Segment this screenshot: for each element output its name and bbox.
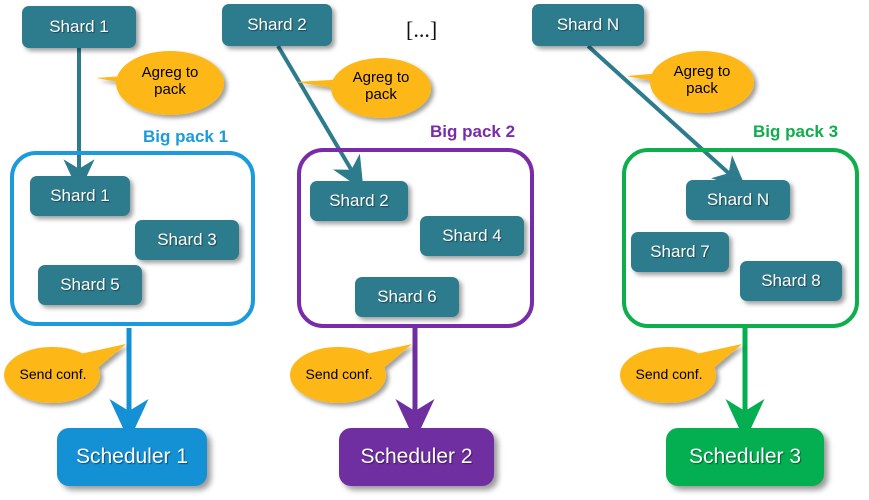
big-pack-3-container[interactable]	[622, 148, 859, 328]
pack-1-label: Big pack 1	[143, 127, 229, 146]
pack-2-label: Big pack 2	[430, 122, 516, 141]
scheduler-3-label: Scheduler 3	[688, 445, 802, 468]
pack-1-shard-3-label: Shard 3	[157, 230, 217, 249]
top-shard-n-label: Shard N	[556, 15, 620, 34]
pack-2-shard-2[interactable]: Shard 2	[310, 181, 408, 221]
pack-1-shard-5-label: Shard 5	[60, 275, 120, 294]
scheduler-2-label: Scheduler 2	[360, 445, 473, 468]
scheduler-1-node[interactable]: Scheduler 1	[57, 428, 207, 486]
scheduler-2-node[interactable]: Scheduler 2	[339, 428, 494, 486]
send-callout-bubble-3	[620, 344, 742, 403]
pack-1-shard-3[interactable]: Shard 3	[135, 220, 239, 260]
top-shard-2-label: Shard 2	[247, 15, 307, 34]
agreg-callout-bubble-3	[626, 51, 754, 113]
top-shard-n[interactable]: Shard N	[532, 4, 644, 46]
pack-3-shard-n[interactable]: Shard N	[686, 180, 790, 220]
pack-2-shard-2-label: Shard 2	[329, 191, 389, 210]
pack-3-shard-7[interactable]: Shard 7	[631, 232, 729, 272]
pack-2-shard-6-label: Shard 6	[377, 287, 437, 306]
pack-3-shard-7-label: Shard 7	[650, 242, 710, 261]
pack-2-shard-4[interactable]: Shard 4	[420, 216, 524, 256]
pack-2-shard-4-label: Shard 4	[442, 226, 502, 245]
send-callout-label-2: Send conf.	[305, 366, 373, 382]
scheduler-1-label: Scheduler 1	[75, 445, 189, 468]
send-callout-bubble-1	[4, 344, 126, 403]
big-pack-2-container[interactable]	[297, 148, 534, 328]
top-shard-1-label: Shard 1	[49, 17, 109, 36]
pack-3-shard-n-label: Shard N	[706, 190, 770, 209]
agreg-callout-label-3: Agreg to pack	[673, 63, 731, 97]
ellipsis-marker: [...]	[406, 17, 438, 42]
agreg-callout-label-2: Agreg to pack	[352, 69, 410, 103]
agreg-callout-label-1: Agreg to pack	[141, 64, 199, 98]
pack-1-shard-1-label: Shard 1	[50, 186, 110, 205]
agreg-callout-bubble-1	[96, 51, 224, 115]
pack-3-shard-8[interactable]: Shard 8	[740, 261, 842, 301]
pack-2-shard-6[interactable]: Shard 6	[355, 277, 459, 317]
send-callout-label-3: Send conf.	[635, 366, 703, 382]
send-callout-bubble-2	[290, 344, 412, 403]
agreg-callout-bubble-2	[296, 58, 431, 118]
pack-1-shard-5[interactable]: Shard 5	[38, 265, 142, 305]
scheduler-3-node[interactable]: Scheduler 3	[666, 428, 824, 486]
top-shard-1[interactable]: Shard 1	[22, 6, 136, 48]
pack-1-shard-1[interactable]: Shard 1	[30, 176, 130, 216]
big-pack-1-container[interactable]	[10, 151, 255, 326]
top-shard-2[interactable]: Shard 2	[222, 4, 332, 46]
send-callout-label-1: Send conf.	[19, 366, 87, 382]
pack-3-label: Big pack 3	[753, 122, 839, 141]
pack-3-shard-8-label: Shard 8	[761, 271, 821, 290]
